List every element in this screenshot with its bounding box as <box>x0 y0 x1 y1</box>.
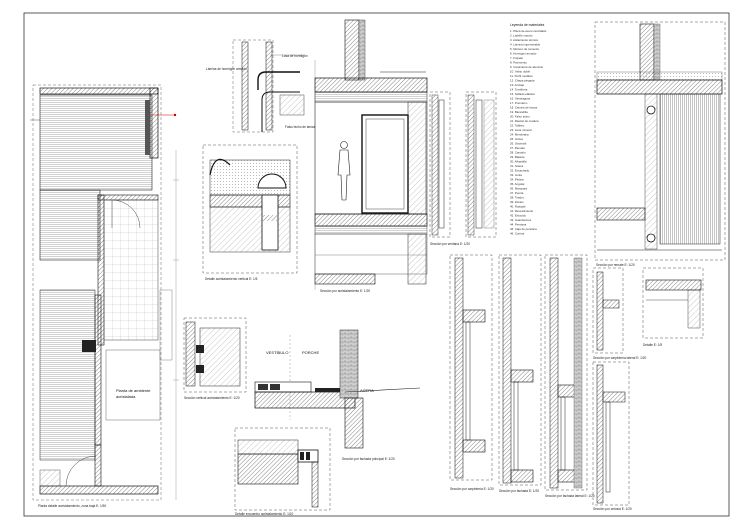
legend-item: 8. Pavimento <box>510 61 527 65</box>
right-small-sections: Sección por carpintería lateral E: 1/20 … <box>592 267 647 511</box>
legend-item: 20. Falso techo <box>510 115 530 119</box>
caption-c3: Sección vertical acristalamiento E: 1/20 <box>184 396 240 400</box>
legend-item: 30. Albardilla <box>510 160 527 164</box>
small-section-top: Lámina de hormigón armado Losa de hormig… <box>206 39 316 133</box>
legend-item: 36. Mampara <box>510 187 527 191</box>
materials-legend: Leyenda de materiales 1. Placa de acero … <box>510 23 547 236</box>
corner-detail: Detalle E: 1/5 <box>642 267 704 347</box>
legend-item: 17. Premarco <box>510 101 528 105</box>
legend-item: 31. Solera <box>510 164 524 168</box>
legend-item: 38. Tirador <box>510 196 524 200</box>
legend-item: 26. Geotextil <box>510 142 527 146</box>
detail-wall-section: Sección vertical acristalamiento E: 1/20 <box>183 317 247 400</box>
legend-item: 12. Chapa plegada <box>510 79 535 83</box>
legend-item: 34. Pletina <box>510 178 524 182</box>
legend-item: 7. Forjado <box>510 56 523 60</box>
legend-item: 27. Remate <box>510 146 525 150</box>
legend-item: 35. Angular <box>510 182 525 186</box>
entrance-section: VESTÍBULO PORCHE ACERA Sección por facha… <box>254 329 421 461</box>
legend-item: 29. Bajante <box>510 155 525 159</box>
legend-item: 15. Sellado elástico <box>510 92 535 96</box>
caption-c1: Planta detalle acristalamiento, zona baj… <box>38 504 106 508</box>
sheet-border <box>23 12 730 517</box>
legend-item: 39. Zócalo <box>510 200 524 204</box>
svg-text:Falso techo de lamas: Falso techo de lamas <box>285 125 316 129</box>
legend-item: 28. Canalón <box>510 151 526 155</box>
caption-c11: Sección por carpintería lateral E: 1/20 <box>593 356 647 360</box>
caption-c14: Detalle E: 1/5 <box>643 343 662 347</box>
legend-item: 33. Junta <box>510 173 522 177</box>
legend-item: 1. Placa de acero inoxidable <box>510 29 547 33</box>
legend-item: 41. Revestimiento <box>510 209 534 213</box>
legend-item: 14. Tornillería <box>510 88 528 92</box>
detail-roof-drain: Detalle acristalamiento vertical E: 1/5 <box>202 144 298 281</box>
caption-c5: Sección por fachada principal E: 1/20 <box>342 457 395 461</box>
svg-text:Lámina de hormigón armado: Lámina de hormigón armado <box>206 67 247 71</box>
narrow-sections: Sección por ventana E: 1/20 <box>429 91 497 246</box>
caption-c4: Sección por acristalamiento E: 1/20 <box>320 289 370 293</box>
legend-item: 42. Enlucido <box>510 214 526 218</box>
legend-item: 16. Vierteaguas <box>510 97 531 101</box>
legend-item: 9. Carpintería de aluminio <box>510 65 543 69</box>
legend-item: 46. Cortina <box>510 232 525 236</box>
caption-c2: Detalle acristalamiento vertical E: 1/5 <box>205 277 258 281</box>
legend-item: 22. Tablero <box>510 124 525 128</box>
legend-title: Leyenda de materiales <box>510 23 545 27</box>
legend-item: 5. Mortero de cemento <box>510 47 539 51</box>
caption-c6: Sección por ventana E: 1/20 <box>430 242 470 246</box>
legend-item: 37. Puerta <box>510 191 524 195</box>
legend-item: 2. Ladrillo macizo <box>510 34 533 38</box>
facade-sections: Sección por carpintería E: 1/20 Sección … <box>449 254 595 498</box>
legend-item: 44. Persiana <box>510 223 527 227</box>
legend-item: 25. Grava <box>510 137 523 141</box>
label-acera: ACERA <box>360 388 374 393</box>
detail-bottom: Detalle encuentro acristalamiento E: 1/1… <box>234 427 331 516</box>
central-section: Sección por acristalamiento E: 1/20 <box>314 19 428 293</box>
caption-c8: Sección por carpintería E: 1/20 <box>450 487 494 491</box>
legend-item: 4. Lámina impermeable <box>510 43 541 47</box>
legend-item: 23. Lana mineral <box>510 128 532 132</box>
plan-detail: Planta de ambiente acristalada Planta de… <box>30 84 179 508</box>
svg-text:Losa de hormigón: Losa de hormigón <box>282 54 308 58</box>
label-planta-ambiente-2: acristalada <box>116 394 136 399</box>
legend-item: 32. Encachado <box>510 169 530 173</box>
legend-item: 40. Rodapié <box>510 205 526 209</box>
legend-item: 6. Hormigón armado <box>510 52 537 56</box>
legend-item: 19. Barandilla <box>510 110 528 114</box>
legend-item: 45. Caja de persiana <box>510 227 537 231</box>
legend-item: 13. Anclaje <box>510 83 525 87</box>
legend-item: 24. Membrana <box>510 133 529 137</box>
legend-item: 10. Vidrio doble <box>510 70 530 74</box>
legend-item: 43. Guardavivos <box>510 218 532 222</box>
caption-c12: Sección por celosía E: 1/20 <box>593 507 632 511</box>
legend-item: 3. Aislamiento térmico <box>510 38 539 42</box>
caption-c10: Sección por fachada lateral E: 1/20 <box>545 494 595 498</box>
caption-c13: Sección por remate E: 1/20 <box>596 263 635 267</box>
caption-c9: Sección por fachada E: 1/20 <box>499 489 539 493</box>
label-planta-ambiente: Planta de ambiente <box>116 388 151 393</box>
legend-item: 21. Rastrel de madera <box>510 119 539 123</box>
legend-item: 18. Celosía de lamas <box>510 106 538 110</box>
legend-item: 11. Perfil metálico <box>510 74 533 78</box>
right-big-section: Sección por remate E: 1/20 <box>594 21 726 267</box>
label-vestibulo: VESTÍBULO <box>266 350 288 355</box>
label-porche: PORCHE <box>302 350 319 355</box>
caption-c7: Detalle encuentro acristalamiento E: 1/1… <box>235 512 294 516</box>
